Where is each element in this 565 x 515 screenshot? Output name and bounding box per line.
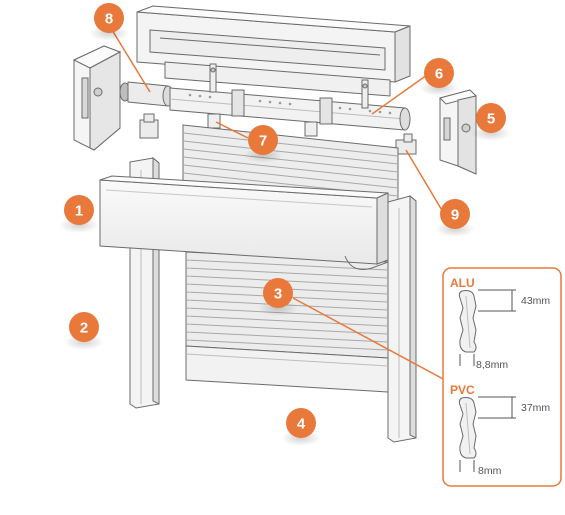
right-end-cap xyxy=(439,89,477,175)
bottom-bar xyxy=(185,345,389,393)
callout-6: 6 xyxy=(419,58,459,96)
left-end-cap xyxy=(72,45,122,151)
alu-height-label: 43mm xyxy=(521,295,550,307)
alu-title: ALU xyxy=(450,276,475,290)
alu-height-dimension xyxy=(478,289,516,312)
callout-3: 3 xyxy=(258,278,298,316)
top-box-cover xyxy=(136,5,411,97)
side-bracket xyxy=(139,113,417,155)
front-cover xyxy=(99,175,389,270)
leader-lines xyxy=(111,29,446,381)
callout-7: 7 xyxy=(243,125,283,163)
callout-label: 3 xyxy=(274,286,282,303)
pvc-thickness-label: 8mm xyxy=(478,465,502,477)
callout-1: 1 xyxy=(59,195,99,233)
callout-label: 5 xyxy=(487,111,495,128)
callout-9: 9 xyxy=(435,199,475,237)
callout-label: 1 xyxy=(75,203,83,220)
pvc-thickness-dimension xyxy=(459,460,475,472)
callout-label: 2 xyxy=(80,320,88,337)
alu-thickness-label: 8,8mm xyxy=(476,359,508,371)
alu-thickness-dimension xyxy=(459,354,475,366)
callout-label: 6 xyxy=(435,66,443,83)
callout-badges: 1 2 3 4 5 6 7 xyxy=(59,3,511,446)
callout-label: 4 xyxy=(297,416,306,433)
callout-8: 8 xyxy=(89,3,129,41)
profile-spec-box: ALU 43mm 8,8mm PVC 37mm xyxy=(442,267,562,487)
callout-label: 7 xyxy=(259,133,267,150)
right-guide-rail xyxy=(387,194,417,443)
callout-5: 5 xyxy=(471,103,511,141)
pvc-height-label: 37mm xyxy=(521,402,550,414)
spring-holders xyxy=(207,63,369,137)
pvc-slat-profile-icon xyxy=(458,397,477,459)
pvc-title: PVC xyxy=(450,383,475,397)
pvc-height-dimension xyxy=(478,396,516,419)
callout-label: 8 xyxy=(105,11,113,28)
callout-4: 4 xyxy=(281,408,321,446)
octagonal-shaft xyxy=(169,87,411,131)
callout-2: 2 xyxy=(64,312,104,350)
callout-label: 9 xyxy=(451,207,459,224)
alu-slat-profile-icon xyxy=(458,290,477,353)
